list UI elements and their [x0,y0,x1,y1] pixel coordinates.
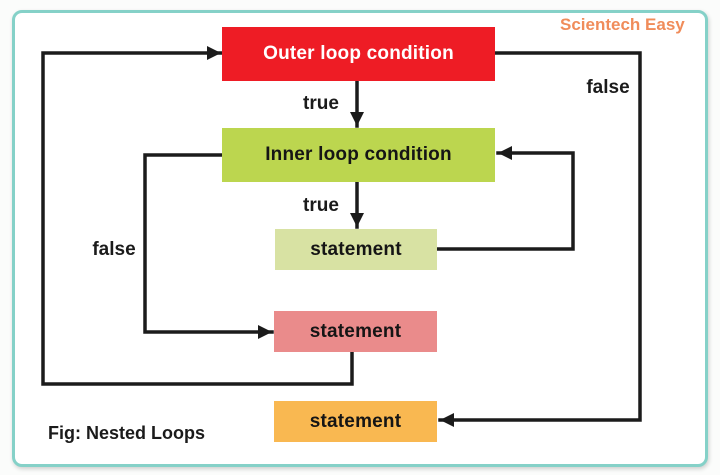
edge-label-inner-false: false [92,239,136,260]
node-exit-statement: statement [274,401,437,442]
node-outer-loop-condition: Outer loop condition [222,27,495,81]
node-outer-statement: statement [274,311,437,352]
figure-caption: Fig: Nested Loops [48,423,205,443]
node-inner-statement: statement [275,229,437,270]
node-inner-loop-condition: Inner loop condition [222,128,495,182]
brand-watermark: Scientech Easy [560,15,685,34]
edge-label-outer-true: true [303,93,339,114]
edge-label-outer-false: false [586,77,630,98]
edge-label-inner-true: true [303,195,339,216]
